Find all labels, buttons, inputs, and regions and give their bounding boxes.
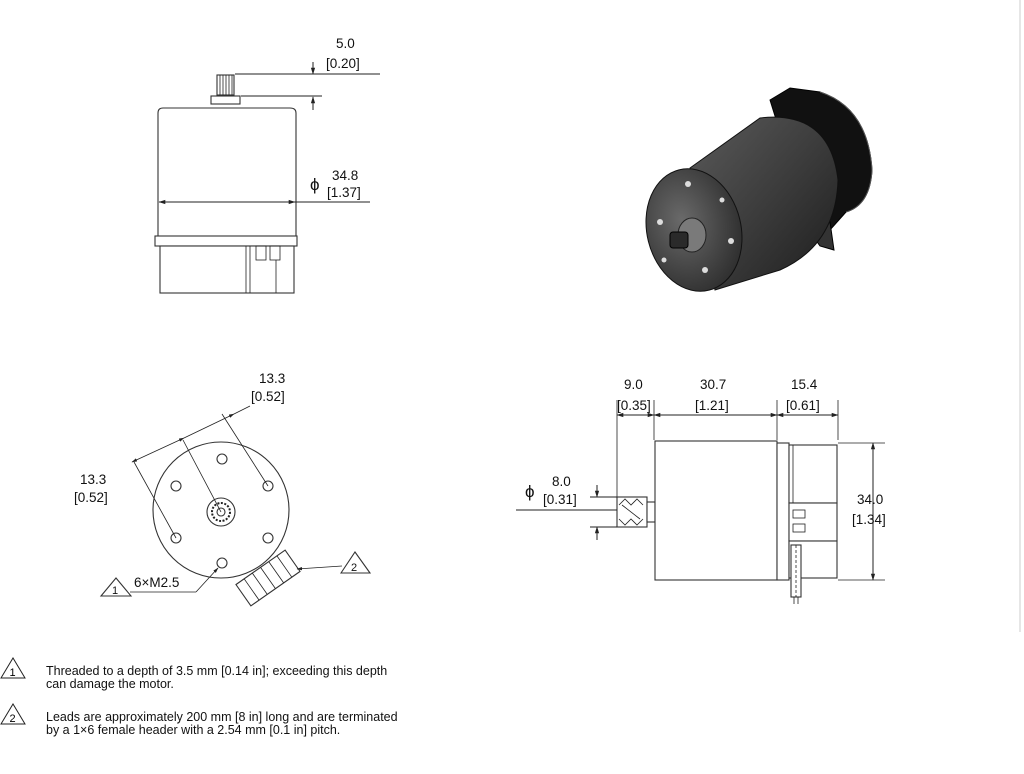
side-collar: [646, 501, 656, 523]
callout-1-triangle: [99, 577, 133, 597]
encoder-length-mm: 15.4: [791, 377, 818, 392]
shaft-diameter-symbol: ϕ: [525, 482, 535, 501]
side-motor-body: [654, 440, 778, 581]
pinion-3d: [669, 231, 689, 249]
side-encoder-middle: [788, 502, 838, 542]
note-2-text: Leads are approximately 200 mm [8 in] lo…: [46, 711, 476, 737]
diameter-in: [1.37]: [327, 185, 361, 200]
shaft-length-dimension: [235, 62, 380, 110]
spacing-b-mm: 13.3: [80, 472, 106, 487]
spacing-b-in: [0.52]: [74, 490, 108, 505]
note-2-line-2: by a 1×6 female header with a 2.54 mm [0…: [46, 723, 341, 737]
svg-text:1: 1: [10, 667, 16, 679]
end-view: 13.3 [0.52] 13.3 [0.52] 1 6×M2.5 2: [74, 371, 372, 607]
note-1-text: Threaded to a depth of 3.5 mm [0.14 in];…: [46, 665, 476, 691]
encoder-length-in: [0.61]: [786, 398, 820, 413]
side-view: 9.0 [0.35] 30.7 [1.21] 15.4 [0.61] 34.0 …: [516, 377, 886, 604]
top-view: 5.0 [0.20] ϕ 34.8 [1.37]: [154, 36, 380, 294]
note-2-marker: 2: [0, 703, 26, 725]
pinion-teeth: [219, 75, 233, 95]
note-1: 1 Threaded to a depth of 3.5 mm [0.14 in…: [0, 655, 1024, 697]
encoder-housing: [159, 245, 295, 294]
spacing-a-in: [0.52]: [251, 389, 285, 404]
shaft-collar: [210, 95, 241, 105]
note-1-marker: 1: [0, 657, 26, 679]
shaft-offset-in: [0.35]: [617, 398, 651, 413]
height-mm: 34.0: [857, 492, 883, 507]
holes-label: 6×M2.5: [134, 575, 179, 590]
note-2: 2 Leads are approximately 200 mm [8 in] …: [0, 701, 1024, 743]
spacing-dimension-lines: [131, 405, 269, 539]
shaft-diameter-in: [0.31]: [543, 492, 577, 507]
shaft-diameter-dimension: [516, 485, 617, 540]
note-1-line-2: can damage the motor.: [46, 677, 174, 691]
side-shaft-teeth: [618, 498, 644, 526]
technical-drawing: 5.0 [0.20] ϕ 34.8 [1.37]: [74, 0, 1021, 632]
svg-text:2: 2: [10, 713, 16, 725]
shaft-diameter-mm: 8.0: [552, 474, 571, 489]
side-encoder-upper: [788, 444, 838, 504]
diameter-symbol: ϕ: [310, 175, 320, 194]
side-extension-lines: [616, 400, 885, 581]
callout-2-triangle: [339, 551, 372, 574]
callout-1-number: 1: [112, 585, 118, 597]
callout-2-number: 2: [351, 562, 357, 574]
lead-wires: [235, 549, 301, 607]
face-holes-3d: [657, 181, 734, 273]
side-lead-connector: [790, 544, 802, 604]
shaft-length-in: [0.20]: [326, 56, 360, 71]
side-shaft: [616, 496, 648, 528]
shaft-offset-mm: 9.0: [624, 377, 643, 392]
shaft-length-mm: 5.0: [336, 36, 355, 51]
motor-3d-render: [645, 87, 873, 292]
spacing-a-mm: 13.3: [259, 371, 285, 386]
side-encoder-details: [792, 445, 806, 533]
notes-section: 1 Threaded to a depth of 3.5 mm [0.14 in…: [0, 655, 1024, 743]
body-length-in: [1.21]: [695, 398, 729, 413]
note-2-line-1: Leads are approximately 200 mm [8 in] lo…: [46, 710, 398, 724]
height-in: [1.34]: [852, 512, 886, 527]
length-dimension-line: [616, 412, 876, 581]
encoder-details: [245, 245, 281, 293]
note-1-line-1: Threaded to a depth of 3.5 mm [0.14 in];…: [46, 664, 388, 678]
side-encoder-flange: [776, 442, 790, 581]
body-length-mm: 30.7: [700, 377, 726, 392]
motor-can: [157, 107, 297, 237]
encoder-flange: [154, 235, 298, 247]
diameter-mm: 34.8: [332, 168, 358, 183]
pinion-gear: [216, 74, 235, 96]
